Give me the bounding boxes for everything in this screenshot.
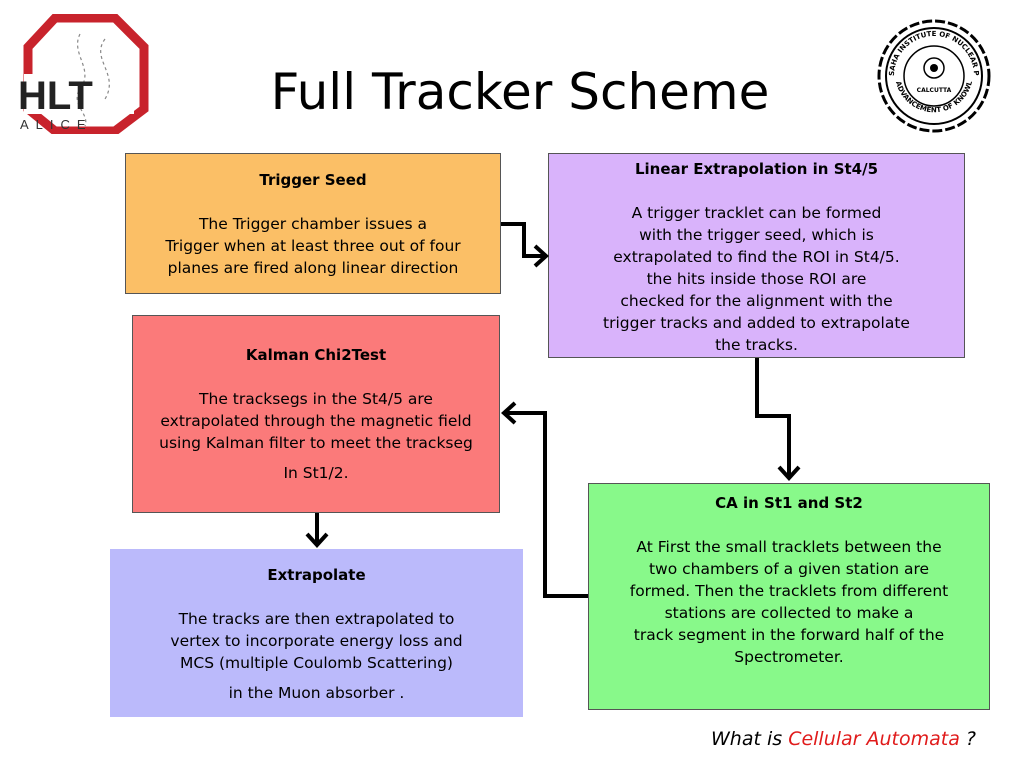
linear-extrapolation-line: the tracks. — [715, 336, 798, 354]
ca-line: formed. Then the tracklets from differen… — [629, 582, 949, 600]
trigger-seed-line: Trigger when at least three out of four — [165, 237, 461, 255]
kalman-line: extrapolated through the magnetic field — [160, 412, 472, 430]
footer-suffix: ? — [959, 728, 976, 750]
kalman-line: In St1/2. — [283, 464, 349, 482]
trigger-seed-box: Trigger Seed The Trigger chamber issues … — [125, 153, 501, 294]
extrapolate-line: The tracks are then extrapolated to — [178, 610, 455, 628]
ca-line: stations are collected to make a — [664, 604, 914, 622]
ca-line: track segment in the forward half of the — [633, 626, 945, 644]
extrapolate-line: vertex to incorporate energy loss and — [170, 632, 463, 650]
footer-prefix: What is — [711, 728, 789, 750]
ca-heading: CA in St1 and St2 — [715, 494, 863, 512]
saha-institute-seal: SAHA INSTITUTE OF NUCLEAR PHYSICS ADVANC… — [874, 16, 991, 133]
arrowhead-seed-to-linear — [533, 244, 549, 268]
linear-extrapolation-line: the hits inside those ROI are — [646, 270, 867, 288]
extrapolate-box: Extrapolate The tracks are then extrapol… — [110, 549, 523, 717]
kalman-heading: Kalman Chi2Test — [245, 346, 387, 364]
seal-center-text: CALCUTTA — [917, 87, 952, 94]
linear-extrapolation-line: extrapolated to find the ROI in St4/5. — [613, 248, 900, 266]
kalman-chi2test-box: Kalman Chi2Test The tracksegs in the St4… — [132, 315, 500, 513]
linear-extrapolation-line: checked for the alignment with the — [620, 292, 893, 310]
linear-extrapolation-box: Linear Extrapolation in St4/5 A trigger … — [548, 153, 965, 358]
arrowhead-kalman-to-extrapolate — [305, 532, 329, 548]
hlt-text: HLT — [18, 74, 93, 118]
linear-extrapolation-line: trigger tracks and added to extrapolate — [603, 314, 910, 332]
trigger-seed-heading: Trigger Seed — [259, 171, 367, 189]
page-title: Full Tracker Scheme — [270, 63, 770, 121]
arrowhead-ca-to-kalman — [501, 401, 517, 425]
arrow-linear-to-ca — [755, 358, 791, 478]
ca-line: Spectrometer. — [734, 648, 844, 666]
ca-line: two chambers of a given station are — [648, 560, 930, 578]
linear-extrapolation-heading: Linear Extrapolation in St4/5 — [634, 160, 879, 178]
footer-question: What is Cellular Automata ? — [711, 728, 976, 750]
ca-box: CA in St1 and St2 At First the small tra… — [588, 483, 990, 710]
arrowhead-linear-to-ca — [777, 465, 801, 481]
arrow-seed-to-linear — [501, 222, 545, 258]
kalman-line: The tracksegs in the St4/5 are — [199, 390, 433, 408]
kalman-line: using Kalman filter to meet the trackseg — [159, 434, 473, 452]
extrapolate-line: MCS (multiple Coulomb Scattering) — [180, 654, 453, 672]
extrapolate-line: in the Muon absorber . — [228, 684, 405, 702]
trigger-seed-line: planes are fired along linear direction — [167, 259, 459, 277]
arrow-ca-to-kalman — [505, 411, 588, 598]
extrapolate-heading: Extrapolate — [267, 566, 366, 584]
linear-extrapolation-line: with the trigger seed, which is — [639, 226, 874, 244]
hlt-alice-logo: HLT ALICE — [18, 14, 149, 134]
linear-extrapolation-line: A trigger tracklet can be formed — [631, 204, 882, 222]
ca-line: At First the small tracklets between the — [636, 538, 942, 556]
cellular-automata-link: Cellular Automata — [788, 728, 960, 750]
alice-text: ALICE — [20, 117, 93, 132]
trigger-seed-line: The Trigger chamber issues a — [198, 215, 428, 233]
